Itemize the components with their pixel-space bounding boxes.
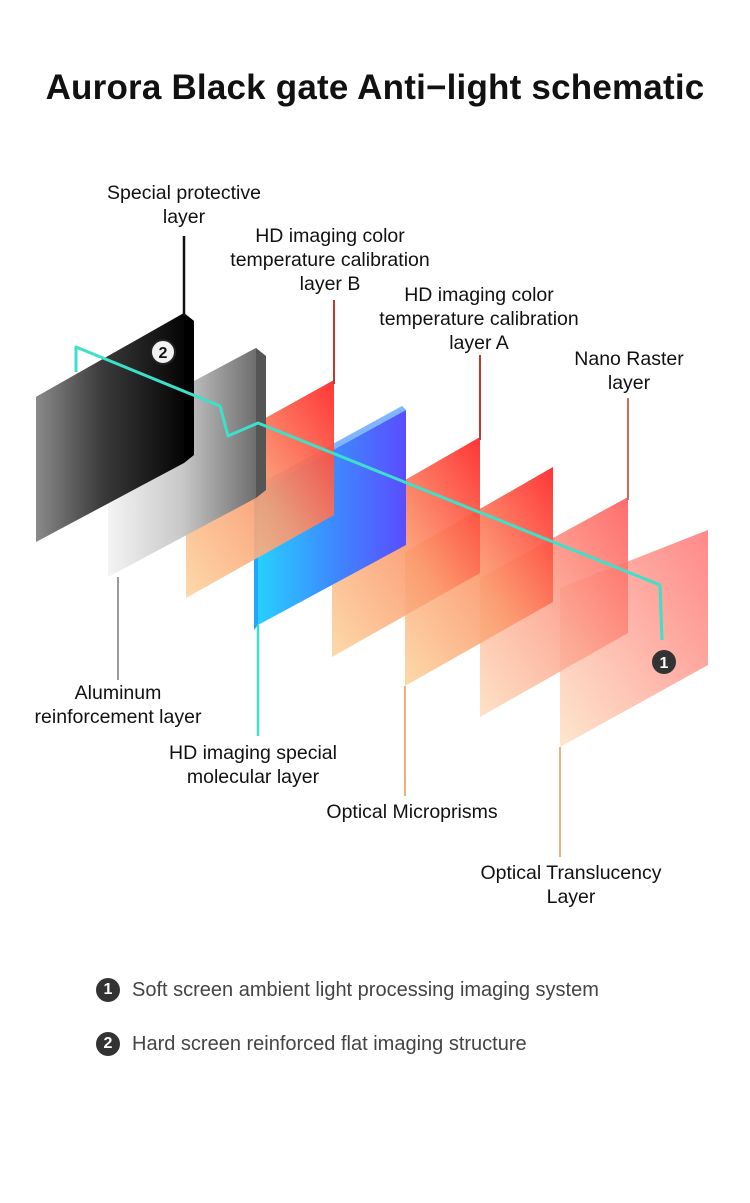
light-path-line <box>74 345 664 641</box>
legend-text-1: Soft screen ambient light processing ima… <box>132 978 599 1001</box>
legend-number-1: 1 <box>96 978 120 1002</box>
label-special-protective: Special protective layer <box>107 182 261 228</box>
legend-item-1: 1 Soft screen ambient light processing i… <box>96 978 599 1002</box>
legend-number-2: 2 <box>96 1032 120 1056</box>
special-protective-layer-plane <box>36 313 184 542</box>
marker-two-text: 2 <box>159 345 168 362</box>
marker-two: 2 <box>150 339 176 365</box>
protective-layer-side <box>184 313 194 463</box>
marker-one: 1 <box>652 650 676 674</box>
label-microprisms: Optical Microprisms <box>326 801 498 823</box>
label-nano-raster: Nano Raster layer <box>574 348 684 394</box>
hd-imaging-molecular-layer-plane <box>258 410 406 625</box>
calibration-layer-a-plane <box>332 437 480 657</box>
legend-text-2: Hard screen reinforced flat imaging stru… <box>132 1032 527 1055</box>
label-calibration-b: HD imaging color temperature calibration… <box>230 225 430 295</box>
label-aluminum: Aluminum reinforcement layer <box>34 682 202 728</box>
optical-microprisms-plane <box>405 467 553 686</box>
label-molecular: HD imaging special molecular layer <box>169 742 337 788</box>
label-translucency: Optical Translucency Layer <box>480 862 662 908</box>
legend-item-2: 2 Hard screen reinforced flat imaging st… <box>96 1032 527 1056</box>
label-calibration-a: HD imaging color temperature calibration… <box>379 284 579 354</box>
nano-raster-layer-plane <box>480 497 628 717</box>
diagram-title: Aurora Black gate Anti−light schematic <box>45 68 705 107</box>
marker-one-text: 1 <box>660 655 669 672</box>
